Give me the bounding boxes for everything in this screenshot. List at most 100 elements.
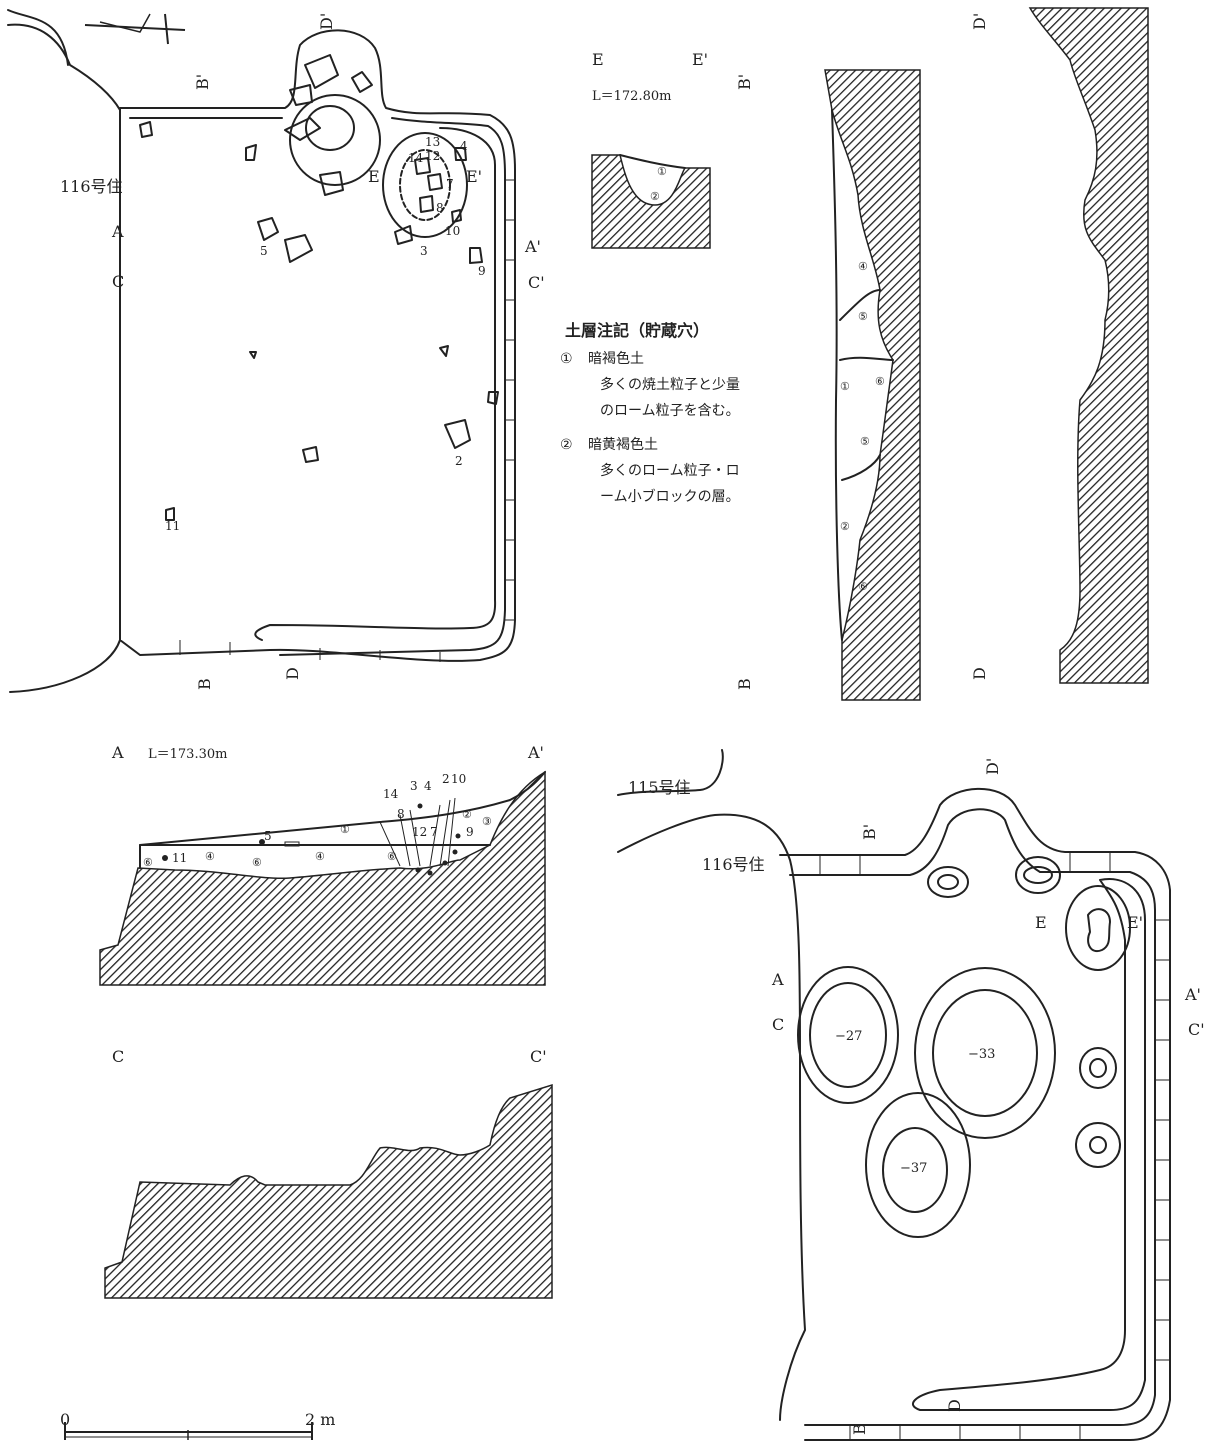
soil-notes-title: 土層注記（貯蔵穴）: [565, 321, 710, 340]
section-D: D' D: [970, 7, 1149, 684]
artifact-5: [257, 217, 279, 241]
artifact-number: 8: [397, 807, 405, 821]
pit-37: [865, 1092, 971, 1238]
pit-inner-wall: [129, 117, 506, 656]
pit-27: [797, 966, 899, 1104]
stone: [302, 446, 319, 463]
section-B-layer: ⑤: [860, 435, 870, 448]
marker-B-prime: B': [193, 74, 212, 90]
artifact-number: 3: [410, 779, 418, 793]
artifact-11: [165, 507, 175, 521]
stone: [319, 171, 344, 196]
stone: [284, 117, 321, 141]
section-A: A L＝173.30m A' ① ② ③ ④ ④ ⑥ ⑥ ⑥ 2 3 4 5 7…: [99, 743, 546, 986]
section-B-ground: [824, 69, 921, 701]
marker-B: B: [850, 1423, 869, 1435]
stone: [249, 351, 257, 359]
stone: [245, 144, 257, 161]
artifact-number: 3: [420, 244, 428, 258]
soil-note-desc: ーム小ブロックの層。: [600, 489, 740, 505]
soil-note-name: 暗褐色土: [588, 351, 644, 367]
artifact-number: 8: [436, 201, 444, 215]
section-A-layer: ⑥: [252, 856, 262, 869]
storage-pit-inner: [399, 149, 451, 221]
pit-outline: [779, 787, 1171, 1441]
section-B-layer: ④: [858, 260, 868, 273]
pit-33-inner: [932, 989, 1038, 1117]
post-hole-inner: [1089, 1058, 1107, 1078]
section-E-layer: ①: [657, 165, 667, 178]
house-115-outline: [617, 749, 724, 796]
section-A-ground: [99, 770, 546, 986]
section-A-artifacts: 2 3 4 5 7 8 9 10 11 12 14: [172, 772, 474, 865]
artifact-number: 7: [430, 825, 438, 839]
artifact-2: [444, 419, 471, 449]
scale-end: 2 m: [305, 1410, 335, 1429]
section-A-layer: ④: [315, 850, 325, 863]
post-hole: [927, 866, 969, 898]
scale-start: 0: [60, 1410, 70, 1429]
section-B-wall: [831, 109, 843, 641]
section-A-surface: [139, 771, 546, 846]
post-hole-inner: [1023, 866, 1053, 884]
artifact-7: [427, 173, 443, 191]
section-B-layer: ②: [840, 520, 850, 533]
section-D-start: D': [970, 13, 989, 30]
marker-B: B: [195, 678, 214, 690]
artifact-number: 10: [445, 224, 460, 238]
artifact-13: [414, 157, 431, 175]
pit-33: [914, 967, 1056, 1139]
section-E-elevation: L＝172.80m: [592, 89, 671, 104]
stone: [304, 54, 339, 89]
artifact-number: 9: [478, 264, 486, 278]
marker-A-prime: A': [1184, 985, 1201, 1004]
section-B-start: B': [735, 74, 754, 90]
post-hole: [1075, 1122, 1121, 1168]
stone: [351, 71, 373, 93]
section-E-end: E': [692, 50, 708, 69]
pit-depth-27: −27: [835, 1029, 862, 1044]
section-C-end: C': [530, 1047, 547, 1066]
pit-inner-wall: [789, 808, 1156, 1426]
wall-ticks: [819, 852, 1170, 1440]
artifact-8: [419, 195, 434, 213]
post-hole: [1079, 1047, 1117, 1089]
pit-bench: [254, 127, 497, 641]
artifact-number: 2: [442, 772, 450, 786]
artifact-number: 5: [260, 244, 268, 258]
house-116-label: 116号住: [702, 855, 765, 874]
north-arrow-icon: [84, 13, 186, 45]
artifact-number: 4: [460, 139, 468, 153]
pit-depth-37: −37: [900, 1161, 927, 1176]
stone: [487, 391, 499, 405]
section-B-layer: ①: [840, 380, 850, 393]
section-A-floor: [139, 844, 491, 869]
marker-A: A: [771, 970, 784, 989]
marker-D-prime: D': [983, 758, 1002, 775]
house-label: 116号住: [60, 177, 123, 196]
hearth-inner: [305, 105, 355, 151]
soil-note-name: 暗黄褐色土: [588, 437, 658, 453]
soil-note-number: ②: [560, 437, 573, 453]
section-B-layer: ⑥: [875, 375, 885, 388]
section-A-layer: ①: [340, 823, 350, 836]
section-D-ground: [1028, 7, 1149, 684]
pit-outline: [119, 29, 516, 662]
section-A-layer: ⑥: [143, 856, 153, 869]
post-hole-inner: [1089, 1136, 1107, 1154]
artifact-9: [469, 247, 483, 264]
section-B-layer: ⑥: [858, 580, 868, 593]
section-A-finds: [162, 803, 461, 876]
section-E-start: E: [592, 50, 604, 69]
marker-D: D: [945, 1399, 964, 1412]
artifact-number: 11: [172, 851, 187, 865]
marker-E-prime: E': [466, 167, 482, 186]
artifact-10: [451, 209, 462, 223]
artifact-number: 5: [264, 829, 272, 843]
section-A-leader-lines: [379, 797, 456, 867]
section-B-layer-lines: [839, 289, 894, 481]
artifact-4: [454, 147, 467, 161]
storage-pit: [382, 132, 468, 238]
